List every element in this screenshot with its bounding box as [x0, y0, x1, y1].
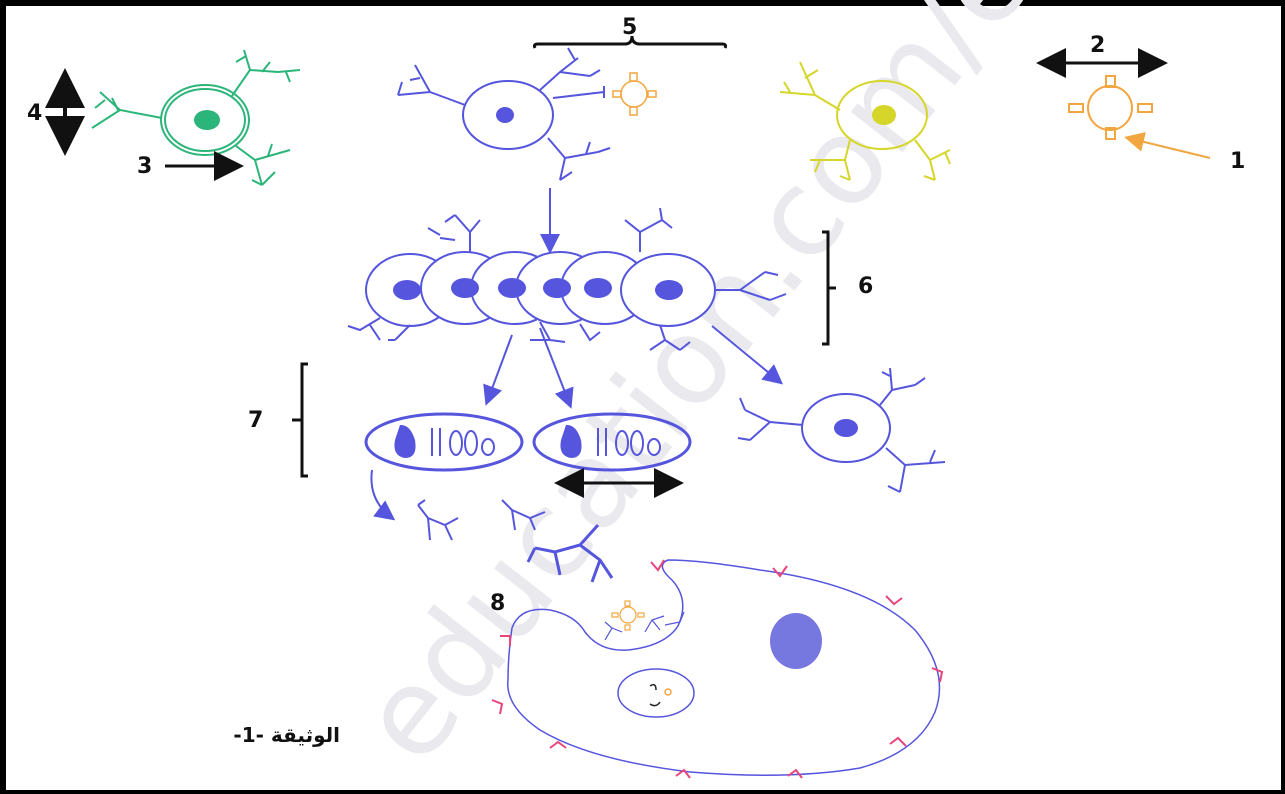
macrophage-receptors [491, 559, 944, 779]
label-8: 8 [490, 591, 505, 616]
macrophage [507, 559, 941, 776]
label-1: 1 [1230, 149, 1245, 174]
arrow-to-memory [711, 325, 784, 385]
document-caption: الوثيقة -1- [233, 723, 340, 747]
phagocytosed-complex [604, 600, 685, 641]
lymphocyte-clone [347, 207, 787, 351]
antigen-bound [612, 72, 657, 116]
label-5: 5 [622, 15, 637, 40]
yellow-lymphocyte [779, 61, 951, 181]
brace-6 [822, 230, 836, 346]
blue-lymphocyte-top [397, 47, 611, 181]
arrow-to-antibodies [370, 469, 396, 521]
plasma-cell-1 [364, 412, 524, 472]
arrow-to-plasma-2 [539, 327, 574, 409]
antibody-complex [526, 523, 614, 583]
arrow-1 [1124, 132, 1211, 159]
memory-lymphocyte [737, 367, 946, 493]
free-antigen [1068, 75, 1153, 140]
arrow-to-plasma-1 [483, 334, 513, 406]
green-lymphocyte [91, 49, 301, 186]
antibodies [417, 499, 546, 541]
label-4: 4 [27, 101, 42, 126]
brace-5 [532, 35, 728, 49]
label-6: 6 [858, 274, 873, 299]
label-3: 3 [137, 154, 152, 179]
watermark: education.com/ex [333, 0, 1103, 788]
label-7: 7 [248, 408, 263, 433]
label-2: 2 [1090, 33, 1105, 58]
brace-7 [292, 362, 308, 478]
